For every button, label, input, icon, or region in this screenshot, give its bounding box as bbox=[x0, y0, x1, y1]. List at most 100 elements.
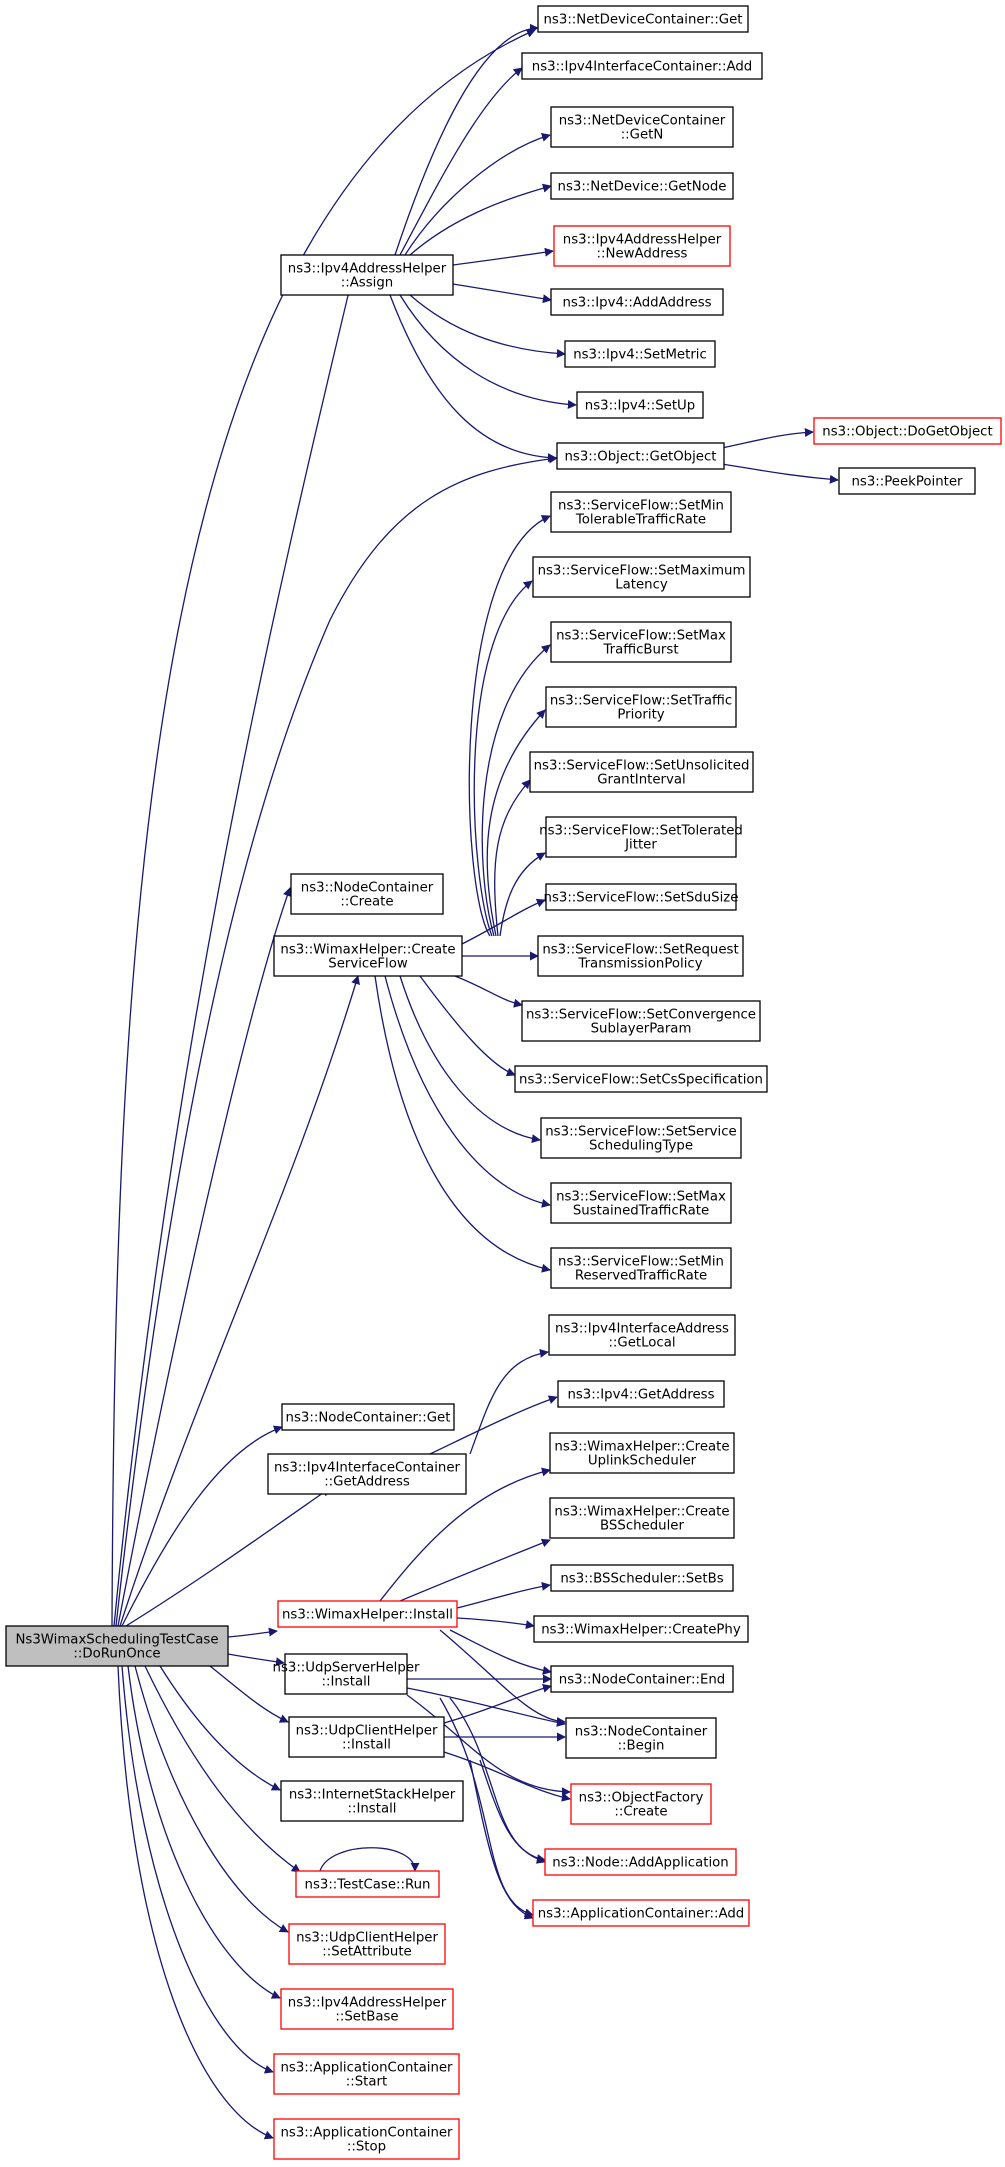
node-label-line: ::Start bbox=[346, 2075, 387, 2090]
edge-root-ucli-install bbox=[209, 1665, 289, 1723]
node-ndc-getn[interactable]: ns3::NetDeviceContainer::GetN bbox=[550, 106, 734, 148]
node-label-line: ::Install bbox=[348, 1802, 397, 1817]
edge-root-tc-run bbox=[144, 1665, 301, 1873]
node-sf-minres[interactable]: ns3::ServiceFlow::SetMinReservedTrafficR… bbox=[550, 1247, 732, 1289]
node-ac-start[interactable]: ns3::ApplicationContainer::Start bbox=[273, 2053, 460, 2095]
node-label-line: UplinkScheduler bbox=[588, 1454, 697, 1469]
node-box bbox=[564, 340, 716, 368]
node-ac-stop[interactable]: ns3::ApplicationContainer::Stop bbox=[273, 2118, 460, 2160]
node-label-line: SublayerParam bbox=[591, 1022, 692, 1037]
node-root[interactable]: Ns3WimaxSchedulingTestCase::DoRunOnce bbox=[5, 1625, 229, 1667]
node-nd-getnode[interactable]: ns3::NetDevice::GetNode bbox=[550, 172, 734, 200]
node-bs-setbs[interactable]: ns3::BSScheduler::SetBs bbox=[550, 1564, 734, 1592]
node-label-line: ::Create bbox=[340, 895, 393, 910]
node-label-line: ns3::Ipv4AddressHelper bbox=[563, 233, 722, 248]
node-nc-end[interactable]: ns3::NodeContainer::End bbox=[550, 1665, 734, 1693]
node-iia-getlocal[interactable]: ns3::Ipv4InterfaceAddress::GetLocal bbox=[548, 1314, 736, 1356]
node-of-create[interactable]: ns3::ObjectFactory::Create bbox=[570, 1783, 712, 1825]
node-label-line: ns3::Node::AddApplication bbox=[552, 1856, 728, 1871]
node-wh-createphy[interactable]: ns3::WimaxHelper::CreatePhy bbox=[533, 1615, 749, 1643]
node-label-line: ::DoRunOnce bbox=[73, 1647, 160, 1662]
node-label-line: ns3::InternetStackHelper bbox=[289, 1788, 456, 1803]
node-box bbox=[532, 556, 751, 598]
edge-createsf-maxsust bbox=[384, 975, 551, 1208]
node-ac-add[interactable]: ns3::ApplicationContainer::Add bbox=[532, 1899, 750, 1927]
node-label-line: ns3::Ipv4AddressHelper bbox=[288, 1996, 447, 2011]
node-label-line: ns3::ServiceFlow::SetCsSpecification bbox=[519, 1073, 763, 1088]
node-ucli-install[interactable]: ns3::UdpClientHelper::Install bbox=[288, 1716, 445, 1758]
node-ndc-get[interactable]: ns3::NetDeviceContainer::Get bbox=[537, 5, 749, 33]
node-box bbox=[545, 883, 737, 911]
node-box bbox=[529, 751, 754, 793]
node-dogetobject[interactable]: ns3::Object::DoGetObject bbox=[813, 417, 1002, 445]
node-nc-create[interactable]: ns3::NodeContainer::Create bbox=[290, 873, 444, 915]
node-box bbox=[514, 1065, 768, 1093]
edge-root-usrv-install bbox=[227, 1653, 285, 1667]
node-tc-run[interactable]: ns3::TestCase::Run bbox=[295, 1870, 440, 1898]
node-ipv4-getaddress[interactable]: ns3::Ipv4::GetAddress bbox=[557, 1380, 725, 1408]
node-label-line: ::Begin bbox=[618, 1739, 665, 1754]
node-nc-begin[interactable]: ns3::NodeContainer::Begin bbox=[565, 1717, 717, 1759]
node-label-line: TransmissionPolicy bbox=[577, 957, 702, 972]
node-iic-getaddress[interactable]: ns3::Ipv4InterfaceContainer::GetAddress bbox=[267, 1453, 467, 1495]
node-ish-install[interactable]: ns3::InternetStackHelper::Install bbox=[280, 1780, 464, 1822]
node-box bbox=[548, 1314, 736, 1356]
node-ucli-setattr[interactable]: ns3::UdpClientHelper::SetAttribute bbox=[288, 1923, 446, 1965]
node-label-line: ::Stop bbox=[347, 2140, 386, 2155]
node-box bbox=[565, 1717, 717, 1759]
edge-assign-addaddress bbox=[452, 283, 552, 304]
node-label-line: ns3::UdpClientHelper bbox=[296, 1724, 438, 1739]
edge-createsf-sched bbox=[399, 975, 541, 1144]
node-box bbox=[550, 491, 732, 533]
node-label-line: ns3::NetDeviceContainer::Get bbox=[544, 13, 743, 28]
edge-root-ac-stop bbox=[117, 1665, 274, 2140]
edge-whinstall-ncend bbox=[449, 1629, 552, 1675]
node-sf-maxsust[interactable]: ns3::ServiceFlow::SetMaxSustainedTraffic… bbox=[550, 1182, 732, 1224]
node-ipv4-setbase[interactable]: ns3::Ipv4AddressHelper::SetBase bbox=[280, 1988, 454, 2030]
node-label-line: ns3::ApplicationContainer bbox=[280, 2061, 453, 2076]
node-box bbox=[550, 172, 734, 200]
node-label-line: ns3::ServiceFlow::SetUnsolicited bbox=[534, 759, 750, 774]
node-label-line: ns3::ServiceFlow::SetSduSize bbox=[544, 891, 739, 906]
node-ipv4-addaddress[interactable]: ns3::Ipv4::AddAddress bbox=[550, 288, 724, 316]
node-label-line: ns3::WimaxHelper::Create bbox=[554, 1440, 729, 1455]
node-getobject[interactable]: ns3::Object::GetObject bbox=[556, 442, 725, 470]
node-ipv4-setup[interactable]: ns3::Ipv4::SetUp bbox=[576, 391, 704, 419]
node-box bbox=[813, 417, 1002, 445]
node-sf-conv[interactable]: ns3::ServiceFlow::SetConvergenceSublayer… bbox=[521, 1000, 761, 1042]
node-sf-sdusize[interactable]: ns3::ServiceFlow::SetSduSize bbox=[544, 883, 739, 911]
node-sf-sched[interactable]: ns3::ServiceFlow::SetServiceSchedulingTy… bbox=[540, 1117, 742, 1159]
node-label-line: ::Create bbox=[614, 1805, 667, 1820]
edge-createsf-prio bbox=[486, 709, 546, 937]
node-label-line: Ns3WimaxSchedulingTestCase bbox=[15, 1633, 218, 1648]
node-usrv-install[interactable]: ns3::UdpServerHelper::Install bbox=[273, 1653, 420, 1695]
node-box bbox=[550, 1665, 734, 1693]
node-box bbox=[280, 1988, 454, 2030]
node-newaddress[interactable]: ns3::Ipv4AddressHelper::NewAddress bbox=[553, 225, 731, 267]
node-box bbox=[521, 52, 763, 80]
node-sf-ugi[interactable]: ns3::ServiceFlow::SetUnsolicitedGrantInt… bbox=[529, 751, 754, 793]
node-sf-mintol[interactable]: ns3::ServiceFlow::SetMinTolerableTraffic… bbox=[550, 491, 732, 533]
edge-getobject-dogetobject bbox=[721, 427, 814, 449]
node-ipv4assign[interactable]: ns3::Ipv4AddressHelper::Assign bbox=[280, 254, 454, 296]
node-nc-get[interactable]: ns3::NodeContainer::Get bbox=[281, 1403, 455, 1431]
node-label-line: SustainedTrafficRate bbox=[573, 1204, 709, 1219]
node-sf-csspec[interactable]: ns3::ServiceFlow::SetCsSpecification bbox=[514, 1065, 768, 1093]
node-ipv4-setmetric[interactable]: ns3::Ipv4::SetMetric bbox=[564, 340, 716, 368]
node-box bbox=[576, 391, 704, 419]
node-peekpointer[interactable]: ns3::PeekPointer bbox=[838, 467, 976, 495]
node-node-addapp[interactable]: ns3::Node::AddApplication bbox=[544, 1848, 737, 1876]
node-iic-add[interactable]: ns3::Ipv4InterfaceContainer::Add bbox=[521, 52, 763, 80]
edge-root-ucli-setattr bbox=[134, 1665, 289, 1933]
node-box bbox=[288, 1923, 446, 1965]
edge-assign-ndc-get bbox=[394, 23, 539, 256]
node-sf-reqtx[interactable]: ns3::ServiceFlow::SetRequestTransmission… bbox=[537, 935, 744, 977]
node-wh-install[interactable]: ns3::WimaxHelper::Install bbox=[277, 1600, 458, 1628]
